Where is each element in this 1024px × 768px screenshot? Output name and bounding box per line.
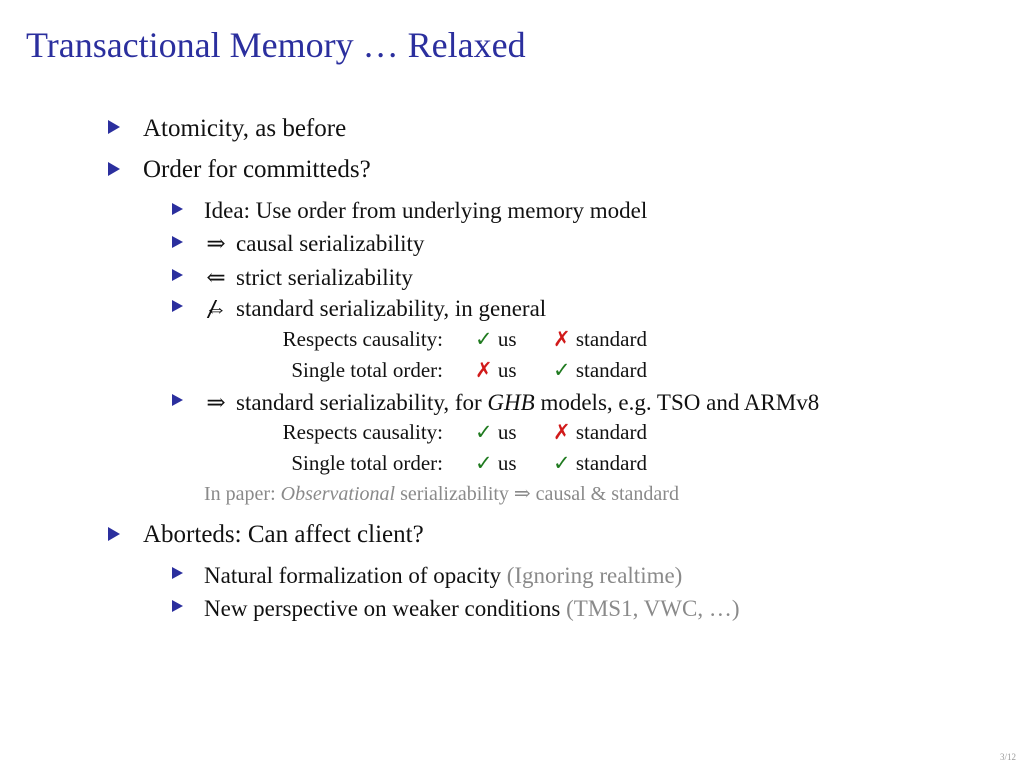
perspective-aside: (TMS1, VWC, …) bbox=[566, 596, 740, 621]
ghb-post: models, e.g. TSO and ARMv8 bbox=[534, 390, 820, 415]
us-label: us bbox=[497, 358, 517, 382]
check-icon: ✓ bbox=[553, 358, 571, 382]
row-label: Respects causality: bbox=[282, 327, 443, 351]
check-icon: ✓ bbox=[553, 451, 571, 475]
paper-note: In paper: Observational serializability … bbox=[204, 484, 679, 504]
strict-text: strict serializability bbox=[236, 265, 413, 290]
bullet-order: Order for committeds? bbox=[143, 156, 371, 183]
bullet-standard-general: ⇔ standard serializability, in general bbox=[204, 296, 547, 321]
causal-text: causal serializability bbox=[236, 231, 425, 256]
implied-by-icon: ⇐ bbox=[206, 265, 226, 290]
bullet-triangle-icon bbox=[172, 236, 183, 248]
ghb-pre: standard serializability, for bbox=[236, 390, 488, 415]
standard-label: standard bbox=[575, 358, 648, 382]
bullet-opacity: Natural formalization of opacity (Ignori… bbox=[204, 564, 682, 587]
us-label: us bbox=[497, 420, 517, 444]
opacity-main: Natural formalization of opacity bbox=[204, 563, 501, 588]
table-row: Respects causality: ✓ us ✗ standard bbox=[0, 422, 700, 446]
bullet-triangle-icon bbox=[172, 203, 183, 215]
paper-note-pre: In paper: bbox=[204, 483, 281, 505]
check-icon: ✓ bbox=[475, 327, 493, 351]
bullet-causal: ⇒ causal serializability bbox=[204, 232, 424, 255]
us-label: us bbox=[497, 451, 517, 475]
us-label: us bbox=[497, 327, 517, 351]
bullet-aborteds: Aborteds: Can affect client? bbox=[143, 521, 424, 548]
table-row: Single total order: ✓ us ✓ standard bbox=[0, 453, 700, 477]
bullet-strict: ⇐ strict serializability bbox=[204, 266, 413, 289]
implies-icon: ⇒ bbox=[206, 390, 226, 415]
standard-label: standard bbox=[575, 451, 648, 475]
bullet-triangle-icon bbox=[108, 120, 120, 134]
row-label: Single total order: bbox=[291, 358, 443, 382]
bullet-triangle-icon bbox=[172, 567, 183, 579]
table-row: Respects causality: ✓ us ✗ standard bbox=[0, 329, 700, 353]
bullet-idea: Idea: Use order from underlying memory m… bbox=[204, 198, 648, 223]
ghb-em: GHB bbox=[487, 390, 535, 415]
perspective-main: New perspective on weaker conditions bbox=[204, 596, 561, 621]
bullet-triangle-icon bbox=[172, 394, 183, 406]
row-label: Respects causality: bbox=[282, 420, 443, 444]
bullet-triangle-icon bbox=[172, 600, 183, 612]
paper-note-em: Observational bbox=[280, 483, 396, 505]
cross-icon: ✗ bbox=[475, 358, 493, 382]
paper-note-post: serializability ⇒ causal & standard bbox=[395, 483, 679, 505]
check-icon: ✓ bbox=[475, 451, 493, 475]
bullet-triangle-icon bbox=[108, 162, 120, 176]
standard-general-text: standard serializability, in general bbox=[236, 296, 547, 321]
row-label: Single total order: bbox=[291, 451, 443, 475]
not-equivalent-icon: ⇔ bbox=[204, 296, 228, 321]
bullet-triangle-icon bbox=[172, 300, 183, 312]
cross-icon: ✗ bbox=[553, 420, 571, 444]
table-row: Single total order: ✗ us ✓ standard bbox=[0, 360, 700, 384]
page-number: 3/12 bbox=[999, 752, 1016, 762]
standard-label: standard bbox=[575, 420, 648, 444]
bullet-atomicity: Atomicity, as before bbox=[143, 115, 347, 142]
bullet-perspective: New perspective on weaker conditions (TM… bbox=[204, 597, 740, 620]
bullet-triangle-icon bbox=[108, 527, 120, 541]
implies-icon: ⇒ bbox=[206, 231, 226, 256]
bullet-ghb: ⇒ standard serializability, for GHB model… bbox=[204, 391, 819, 414]
bullet-triangle-icon bbox=[172, 269, 183, 281]
cross-icon: ✗ bbox=[553, 327, 571, 351]
standard-label: standard bbox=[575, 327, 648, 351]
slide-title: Transactional Memory … Relaxed bbox=[26, 25, 526, 65]
check-icon: ✓ bbox=[475, 420, 493, 444]
opacity-aside: (Ignoring realtime) bbox=[506, 563, 683, 588]
